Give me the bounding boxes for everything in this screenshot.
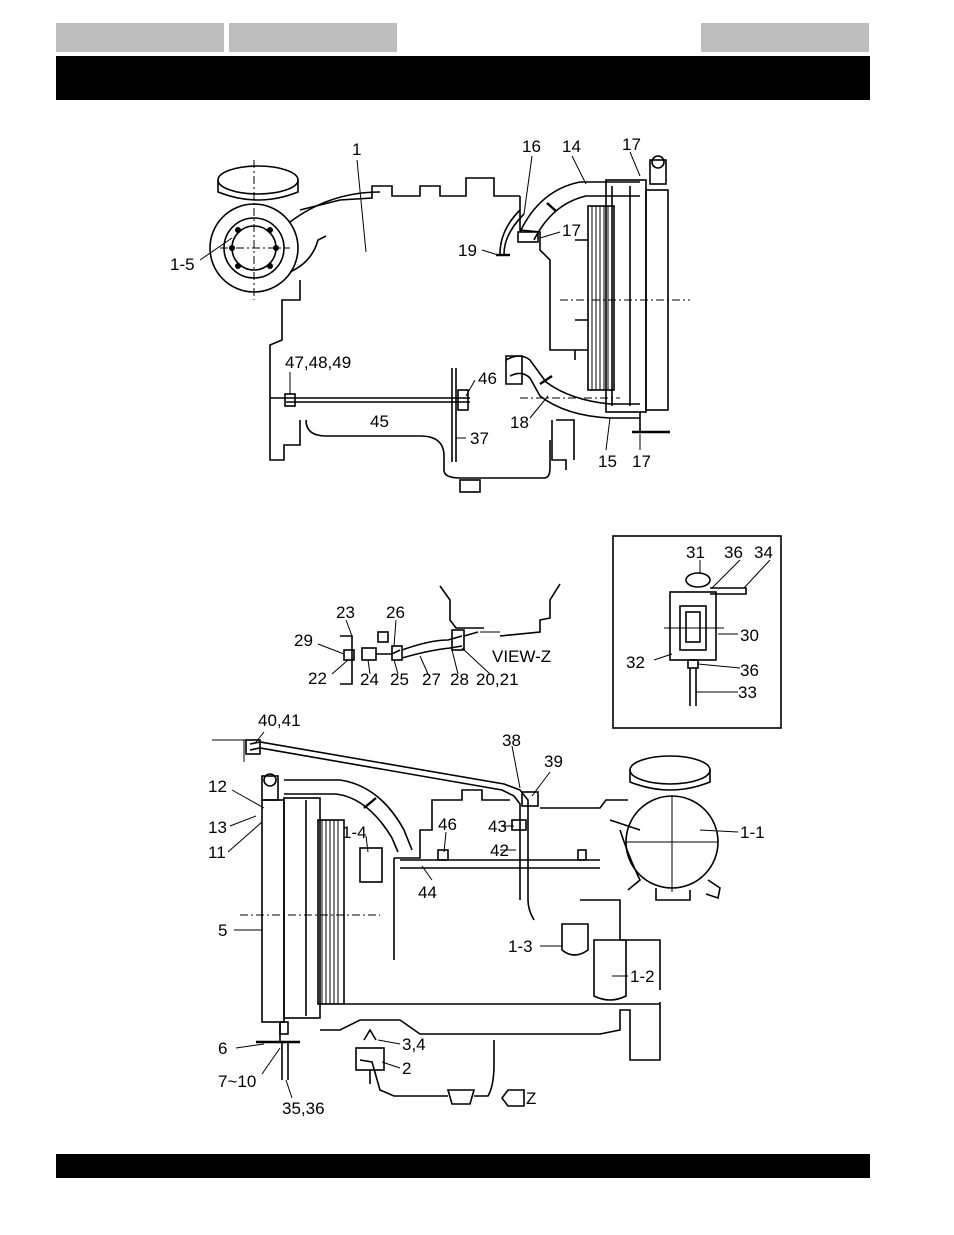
view-z-callouts: 23 26 29 22 24 25 27 28 20,21 VIEW-Z — [294, 603, 551, 689]
callout-29: 29 — [294, 631, 313, 650]
callout-13: 13 — [208, 818, 227, 837]
callout-16: 16 — [522, 137, 541, 156]
callout-1-1: 1-1 — [740, 823, 765, 842]
callout-1-5: 1-5 — [170, 255, 195, 274]
callout-15: 15 — [598, 452, 617, 471]
callout-11: 11 — [208, 843, 226, 862]
callout-36: 36 — [740, 661, 759, 680]
callout-28: 28 — [450, 670, 469, 689]
callout-35-36: 35,36 — [282, 1099, 325, 1118]
top-callouts: 1 1-5 16 14 17 17 19 47,48,49 46 45 18 3… — [170, 135, 651, 471]
bottom-engine-view — [212, 740, 720, 1106]
top-engine-view — [210, 156, 690, 492]
callout-18: 18 — [510, 413, 529, 432]
callout-z: Z — [526, 1089, 536, 1108]
callout-34: 34 — [754, 543, 773, 562]
callout-23: 23 — [336, 603, 355, 622]
callout-1-4: 1-4 — [342, 823, 367, 842]
callout-6: 6 — [218, 1039, 227, 1058]
callout-27: 27 — [422, 670, 441, 689]
callout-36: 36 — [724, 543, 743, 562]
callout-12: 12 — [208, 777, 227, 796]
callout-39: 39 — [544, 752, 563, 771]
callout-32: 32 — [626, 653, 645, 672]
callout-1-3: 1-3 — [508, 937, 533, 956]
callout-1: 1 — [352, 140, 361, 159]
callout-24: 24 — [360, 670, 379, 689]
callout-37: 37 — [470, 429, 489, 448]
callout-31: 31 — [686, 543, 705, 562]
callout-44: 44 — [418, 883, 437, 902]
callout-45: 45 — [370, 412, 389, 431]
callout-7-10: 7~10 — [218, 1072, 256, 1091]
callout-3-4: 3,4 — [402, 1035, 426, 1054]
callout-5: 5 — [218, 921, 227, 940]
callout-1-2: 1-2 — [630, 967, 655, 986]
callout-17: 17 — [562, 221, 581, 240]
callout-22: 22 — [308, 669, 327, 688]
callout-30: 30 — [740, 626, 759, 645]
view-z-detail — [340, 584, 560, 684]
callout-38: 38 — [502, 731, 521, 750]
callout-19: 19 — [458, 241, 477, 260]
callout-46: 46 — [478, 369, 497, 388]
callout-26: 26 — [386, 603, 405, 622]
callout-43: 43 — [488, 817, 507, 836]
callout-42: 42 — [490, 841, 509, 860]
callout-25: 25 — [390, 670, 409, 689]
callout-2: 2 — [402, 1059, 411, 1078]
view-z-label: VIEW-Z — [492, 647, 551, 666]
callout-17: 17 — [632, 452, 651, 471]
callout-40-41: 40,41 — [258, 711, 301, 730]
callout-33: 33 — [738, 683, 757, 702]
callout-17: 17 — [622, 135, 641, 154]
callout-46: 46 — [438, 815, 457, 834]
callout-14: 14 — [562, 137, 581, 156]
callout-20-21: 20,21 — [476, 670, 519, 689]
callout-47-48-49: 47,48,49 — [285, 353, 351, 372]
